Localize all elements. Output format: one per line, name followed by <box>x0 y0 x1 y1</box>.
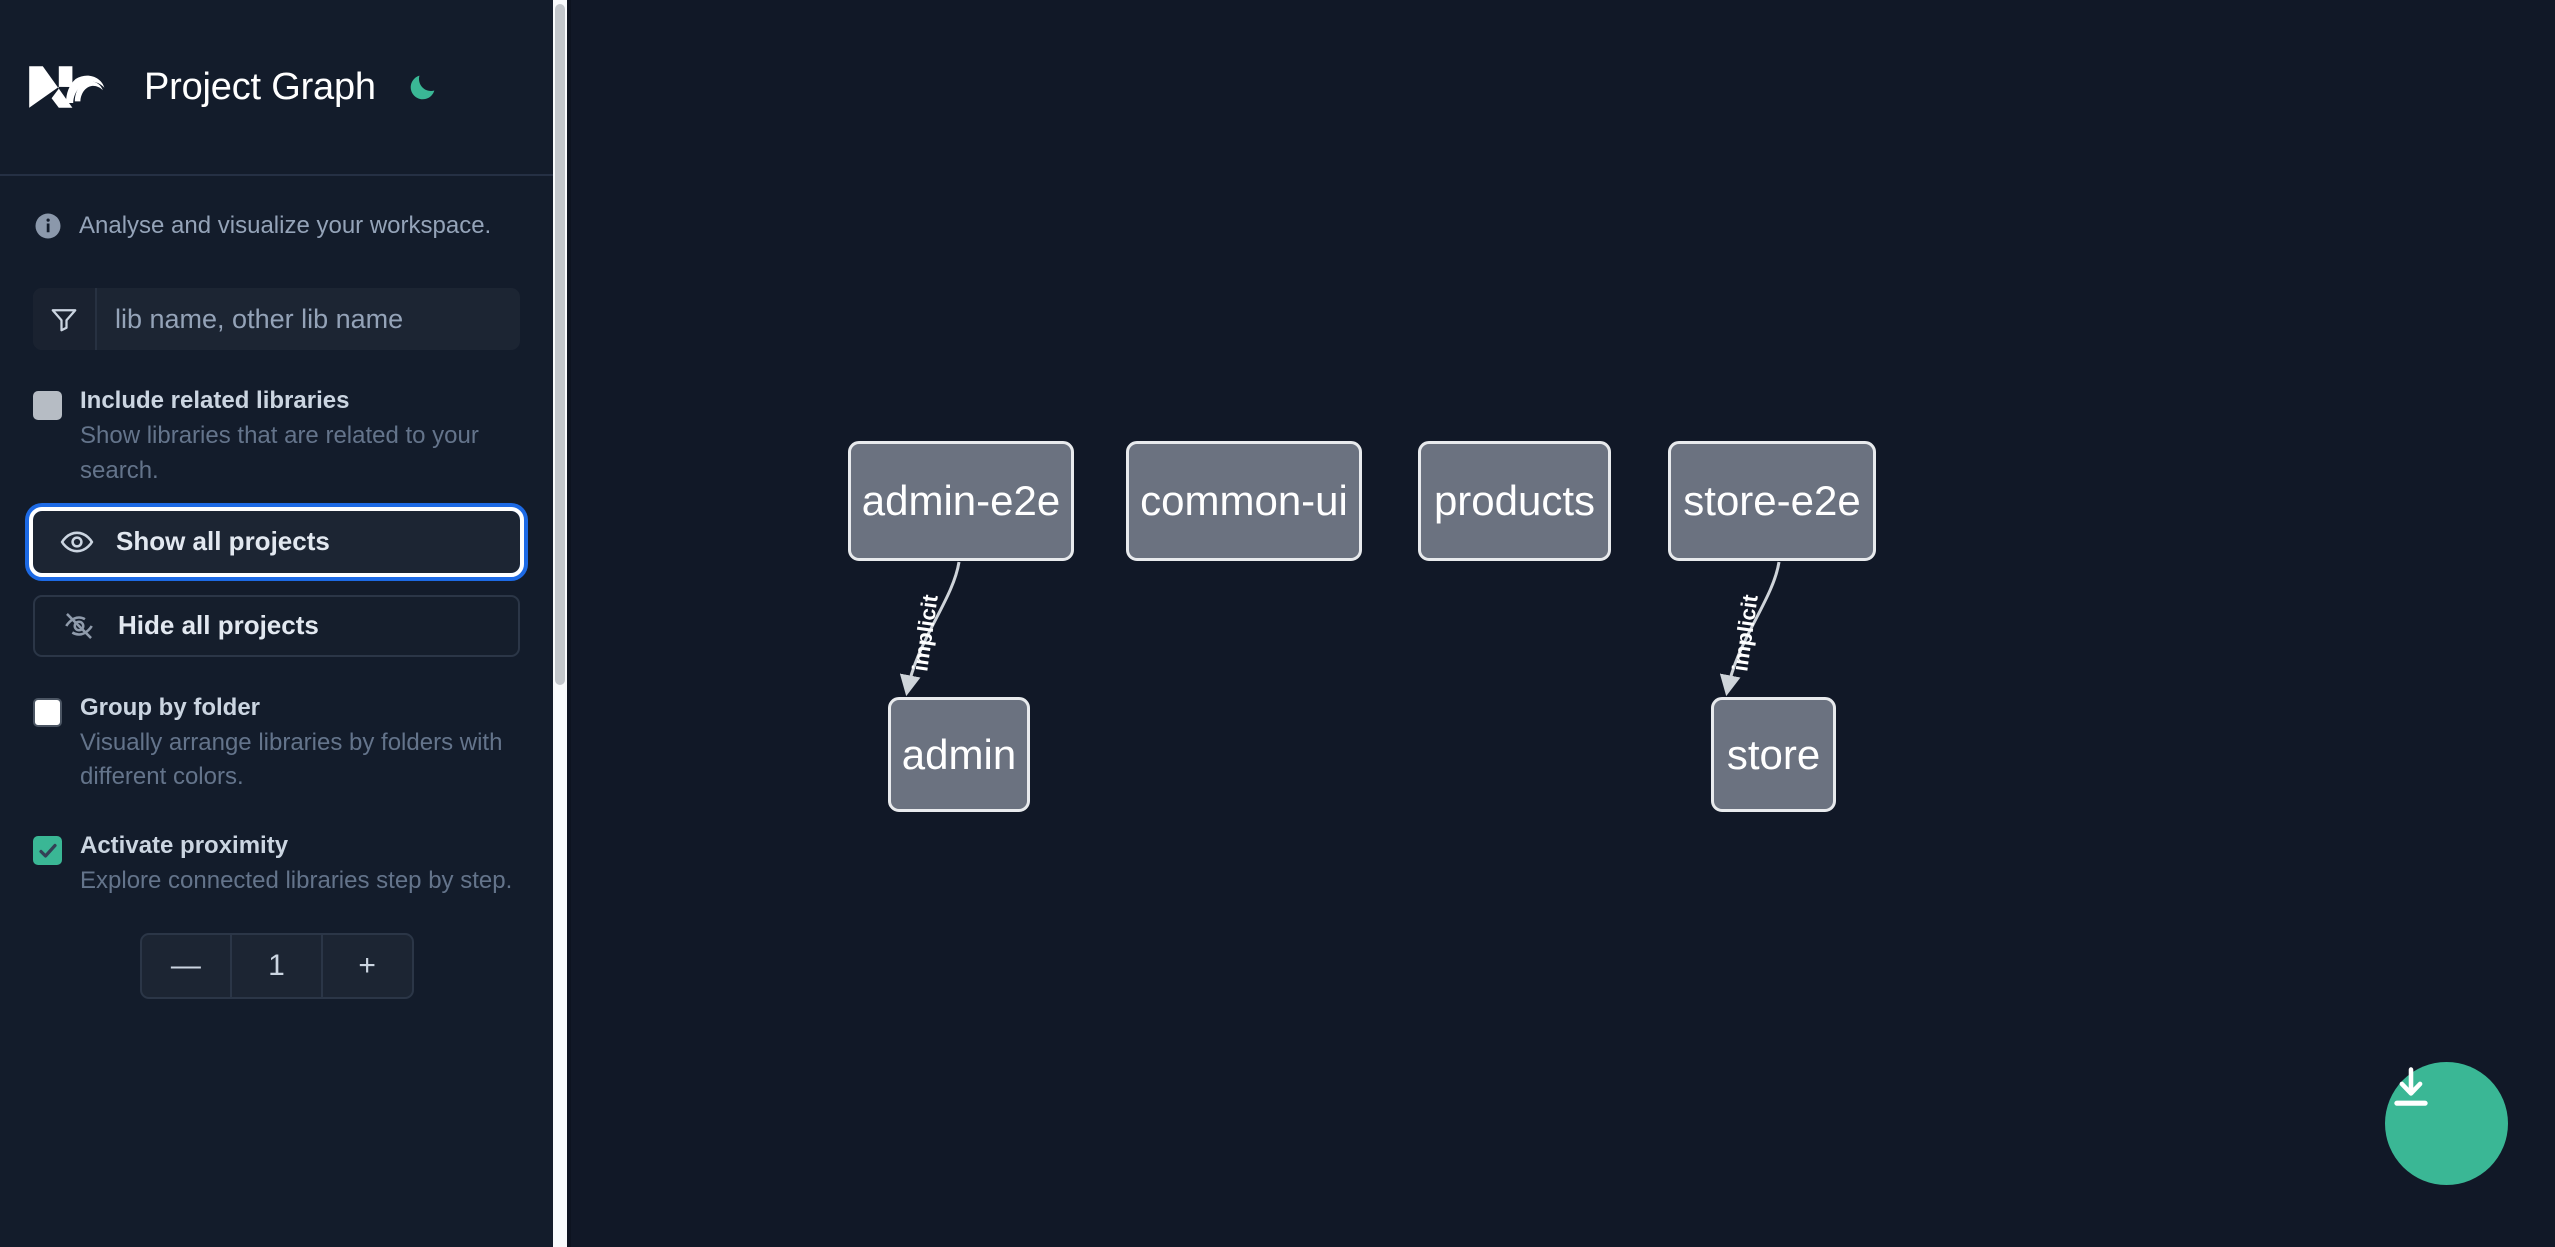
edge-store-e2e-store <box>1719 561 1781 697</box>
option-description: Show libraries that are related to your … <box>80 422 479 484</box>
eye-icon <box>60 525 94 559</box>
option-description: Explore connected libraries step by step… <box>80 867 513 895</box>
activate-proximity-checkbox[interactable] <box>33 836 62 866</box>
option-activate-proximity[interactable]: Activate proximity Explore connected lib… <box>33 831 520 899</box>
sidebar-edge-divider <box>567 0 571 1247</box>
show-all-projects-label: Show all projects <box>116 526 330 557</box>
option-group-by-folder[interactable]: Group by folder Visually arrange librari… <box>33 693 520 796</box>
page-title: Project Graph <box>144 65 376 108</box>
include-related-libraries-checkbox[interactable] <box>33 391 62 420</box>
graph-edges <box>899 561 1781 697</box>
graph-node-store-e2e[interactable]: store-e2e <box>1668 441 1876 561</box>
graph-node-admin-e2e[interactable]: admin-e2e <box>848 441 1074 561</box>
download-button[interactable] <box>2385 1062 2508 1185</box>
eye-off-icon <box>62 609 96 643</box>
show-all-projects-button[interactable]: Show all projects <box>29 506 524 577</box>
sidebar-header: Project Graph <box>0 0 553 176</box>
download-icon <box>2394 1067 2428 1106</box>
group-by-folder-checkbox[interactable] <box>33 697 62 727</box>
sidebar: Project Graph Analyse and visualize your… <box>0 0 553 1247</box>
checkmark-icon <box>38 843 57 858</box>
graph-node-products[interactable]: products <box>1418 441 1611 561</box>
stepper-increment-button[interactable]: + <box>358 948 376 982</box>
moon-icon[interactable] <box>402 66 444 108</box>
graph-node-common-ui[interactable]: common-ui <box>1126 441 1362 561</box>
scrollbar-thumb[interactable] <box>555 4 565 685</box>
option-description: Visually arrange libraries by folders wi… <box>80 728 503 791</box>
nx-logo-icon <box>26 57 122 117</box>
graph-node-store[interactable]: store <box>1711 697 1836 812</box>
hide-all-projects-button[interactable]: Hide all projects <box>33 594 520 657</box>
filter-funnel-icon[interactable] <box>33 288 97 350</box>
hide-all-projects-label: Hide all projects <box>118 610 319 641</box>
sidebar-body: Analyse and visualize your workspace. In… <box>0 176 553 999</box>
graph-node-admin[interactable]: admin <box>888 697 1030 812</box>
tagline-row: Analyse and visualize your workspace. <box>33 176 520 276</box>
option-title: Activate proximity <box>80 832 289 860</box>
search-field[interactable] <box>33 288 520 350</box>
project-graph-canvas[interactable]: implicit implicit admin-e2e common-ui pr… <box>571 0 2555 1247</box>
edge-admin-e2e-admin <box>899 561 961 697</box>
proximity-stepper[interactable]: — 1 + <box>139 932 414 999</box>
stepper-decrement-button[interactable]: — <box>170 948 201 982</box>
search-input[interactable] <box>97 288 520 350</box>
stepper-value: 1 <box>230 934 323 997</box>
sidebar-scrollbar[interactable] <box>553 0 567 1247</box>
option-include-related-libraries[interactable]: Include related libraries Show libraries… <box>33 386 520 489</box>
option-title: Include related libraries <box>80 387 350 414</box>
option-title: Group by folder <box>80 693 260 721</box>
info-icon <box>33 211 63 241</box>
tagline-text: Analyse and visualize your workspace. <box>79 212 492 239</box>
